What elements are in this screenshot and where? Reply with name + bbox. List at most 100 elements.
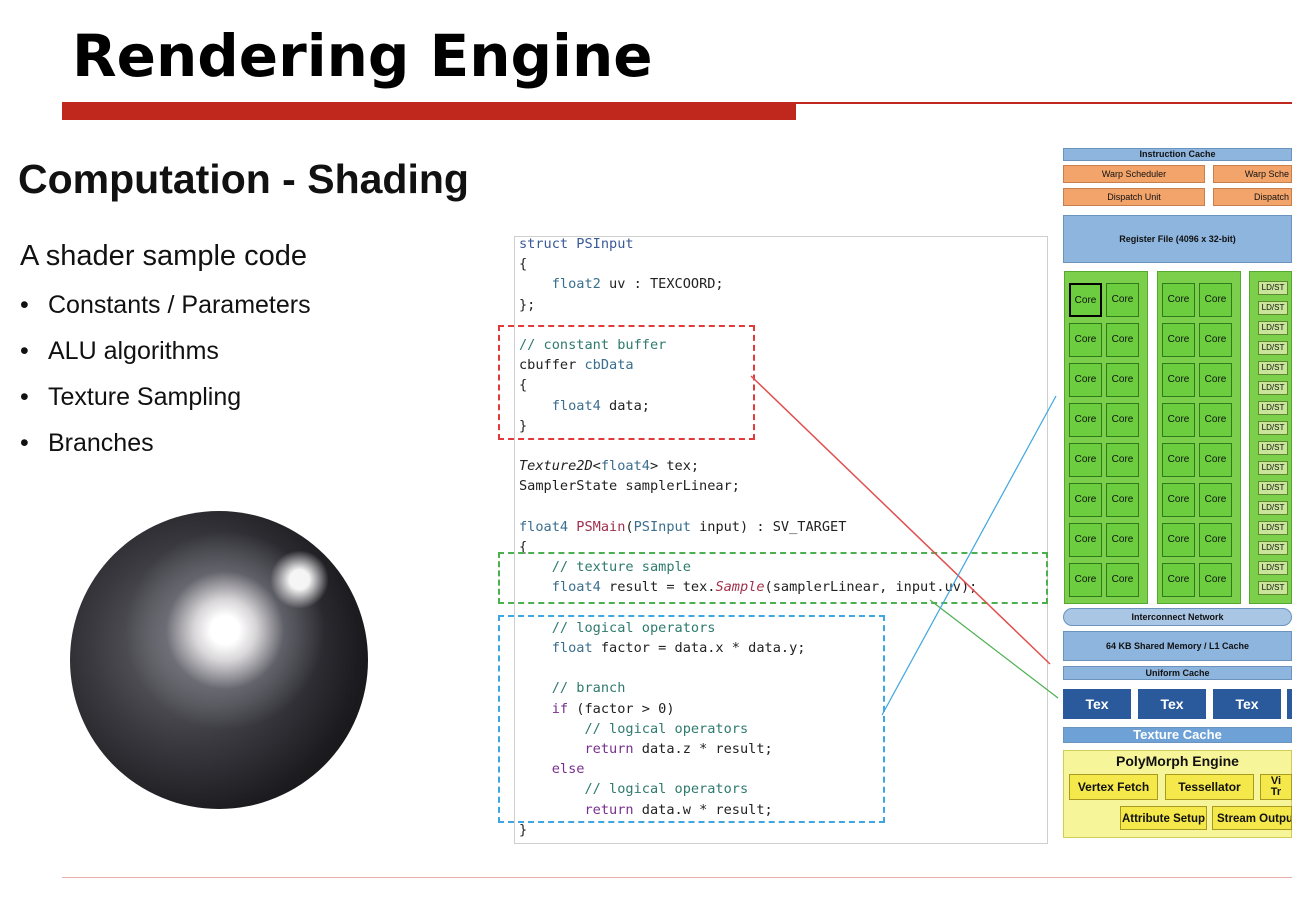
page-title: Rendering Engine [72, 22, 653, 90]
texture-sample-highlight [498, 552, 1048, 604]
core-unit: Core [1069, 323, 1102, 357]
code-comment: // texture sample [551, 559, 691, 576]
code-token: return [584, 741, 634, 758]
code-token: cbuffer [519, 357, 585, 374]
code-line: cbuffer cbData [519, 357, 634, 373]
code-token: input) : SV_TARGET [690, 518, 847, 535]
code-line: SamplerState samplerLinear; [519, 478, 740, 495]
code-comment: // logical operators [551, 619, 716, 636]
intro-text: A shader sample code [20, 240, 307, 272]
core-unit: Core [1069, 483, 1102, 517]
code-line: float factor = data.x * data.y; [552, 640, 806, 656]
code-comment: // logical operators [584, 720, 749, 737]
bullet-item: • Branches [20, 429, 154, 458]
stream-output: Stream Output [1212, 806, 1292, 830]
code-line: float2 uv : TEXCOORD; [552, 276, 724, 292]
code-token: float [551, 640, 593, 657]
code-token: data; [600, 397, 650, 414]
core-unit: Core [1106, 403, 1139, 437]
ld-st-unit: LD/ST [1258, 301, 1288, 315]
code-line: float4 PSMain(PSInput input) : SV_TARGET [519, 519, 846, 535]
code-token: return [584, 801, 634, 818]
code-token: data.z * result; [633, 741, 773, 758]
bullet-glyph: • [20, 383, 29, 411]
constant-buffer-highlight [498, 325, 755, 440]
warp-scheduler: Warp Scheduler [1063, 165, 1205, 183]
code-token: (factor > 0) [568, 700, 675, 717]
attribute-setup: Attribute Setup [1120, 806, 1207, 830]
code-token: uv : TEXCOORD; [600, 276, 724, 293]
code-token: PSMain [576, 518, 626, 535]
footer-divider [62, 877, 1292, 878]
bullet-glyph: • [20, 429, 29, 457]
code-token: Texture2D [519, 458, 593, 475]
code-token: result = tex. [600, 579, 716, 596]
ld-st-unit: LD/ST [1258, 421, 1288, 435]
ld-st-unit: LD/ST [1258, 501, 1288, 515]
code-comment: // branch [551, 680, 626, 697]
code-token: struct PSInput [519, 236, 634, 252]
code-token: cbData [584, 357, 634, 374]
ld-st-unit: LD/ST [1258, 581, 1288, 595]
core-unit: Core [1106, 563, 1139, 597]
core-unit: Core [1199, 483, 1232, 517]
title-underline-bar [62, 102, 796, 120]
core-unit: Core [1069, 523, 1102, 557]
shader-code-panel [514, 236, 1048, 844]
bullet-label: Constants / Parameters [48, 291, 311, 319]
bullet-label: Texture Sampling [48, 383, 242, 411]
ld-st-unit: LD/ST [1258, 361, 1288, 375]
section-subtitle: Computation - Shading [18, 156, 469, 202]
core-unit: Core [1199, 363, 1232, 397]
ld-st-unit: LD/ST [1258, 341, 1288, 355]
uniform-cache: Uniform Cache [1063, 666, 1292, 680]
code-token: (samplerLinear, input.uv); [764, 579, 978, 596]
bullet-item: • Texture Sampling [20, 383, 241, 412]
shader-code: struct PSInput { float2 uv : TEXCOORD; }… [519, 234, 977, 840]
core-unit: Core [1106, 283, 1139, 317]
code-token: float4 [519, 518, 577, 535]
core-unit: Core [1106, 443, 1139, 477]
core-unit: Core [1069, 283, 1102, 317]
code-comment: // constant buffer [519, 337, 667, 354]
tessellator: Tessellator [1165, 774, 1254, 800]
alu-branch-highlight [498, 615, 885, 823]
code-token: if [551, 700, 569, 717]
shared-memory-l1-cache: 64 KB Shared Memory / L1 Cache [1063, 631, 1292, 661]
core-unit: Core [1199, 443, 1232, 477]
core-unit: Core [1162, 443, 1195, 477]
code-token: > tex; [649, 458, 700, 475]
bullet-item: •Constants / Parameters [20, 291, 311, 320]
ld-st-unit: LD/ST [1258, 521, 1288, 535]
core-unit: Core [1069, 443, 1102, 477]
title-underline-thin [796, 102, 1292, 104]
tex-unit: Tex [1213, 689, 1281, 719]
ld-st-unit: LD/ST [1258, 441, 1288, 455]
core-unit: Core [1199, 323, 1232, 357]
tex-unit-partial [1287, 689, 1292, 719]
code-token: float2 [551, 276, 601, 293]
code-token: < [592, 458, 601, 475]
code-line: float4 result = tex.Sample(samplerLinear… [552, 579, 978, 595]
register-file: Register File (4096 x 32-bit) [1063, 215, 1292, 263]
core-unit: Core [1162, 483, 1195, 517]
code-comment: // logical operators [584, 781, 749, 798]
ld-st-unit: LD/ST [1258, 401, 1288, 415]
code-line: }; [519, 296, 536, 313]
ld-st-unit: LD/ST [1258, 561, 1288, 575]
ld-st-unit: LD/ST [1258, 461, 1288, 475]
core-unit: Core [1162, 363, 1195, 397]
ld-st-unit: LD/ST [1258, 541, 1288, 555]
tex-unit: Tex [1063, 689, 1131, 719]
code-line: { [519, 256, 528, 273]
connector-red [750, 375, 1051, 665]
connector-blue [881, 395, 1057, 716]
polymorph-engine-label: PolyMorph Engine [1116, 753, 1239, 769]
core-unit: Core [1106, 323, 1139, 357]
interconnect-network: Interconnect Network [1063, 608, 1292, 626]
bullet-label: ALU algorithms [48, 337, 219, 365]
code-line: if (factor > 0) [552, 701, 675, 717]
bullet-label: Branches [48, 429, 154, 457]
code-token: float4 [551, 397, 601, 414]
core-unit: Core [1199, 403, 1232, 437]
